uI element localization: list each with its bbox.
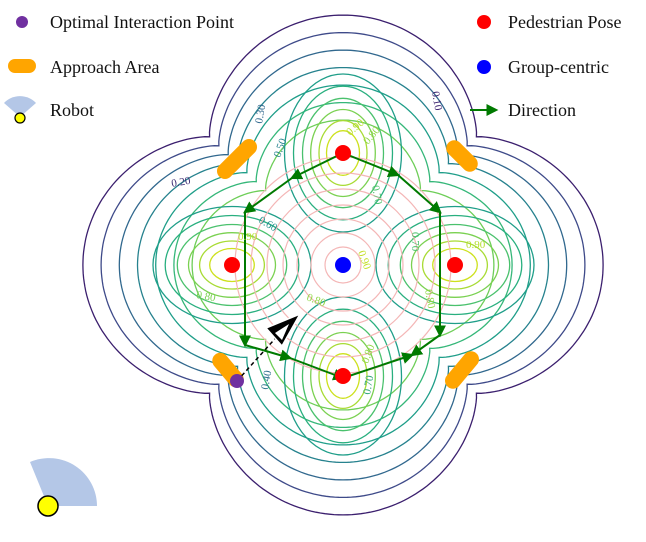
contour-label: 0.70 (409, 232, 421, 252)
contour-field (82, 14, 604, 516)
contour-label: 0.60 (257, 214, 280, 234)
legend-robot-body-icon (14, 112, 26, 124)
approach-area-top-right (446, 140, 478, 172)
robot-approach-arrow (236, 312, 302, 382)
contour-label: 0.90 (238, 231, 258, 243)
optimal-interaction-point (230, 374, 244, 388)
direction-arrow (244, 344, 293, 362)
legend-direction-label: Direction (508, 100, 576, 120)
robot-body (37, 495, 59, 517)
legend-pedestrian-label: Pedestrian Pose (508, 12, 621, 32)
contour-line (318, 119, 368, 187)
legend-group-centric-marker (477, 60, 491, 74)
legend-robot-fov-icon (4, 96, 36, 117)
legend-approach-area-label: Approach Area (50, 57, 159, 77)
group-ring (250, 172, 436, 358)
legend-pedestrian-marker (477, 15, 491, 29)
direction-arrow (410, 334, 441, 357)
contour-label: 0.80 (360, 342, 378, 365)
direction-arrow (289, 152, 344, 180)
legend-right: Pedestrian Pose Group-centric Direction (470, 12, 621, 120)
contour-line (432, 247, 478, 283)
contour-label: 0.20 (170, 175, 192, 190)
contour-line (82, 14, 604, 516)
pedestrian-top (335, 145, 351, 161)
contour-line (118, 49, 568, 481)
pedestrian-right (447, 257, 463, 273)
contour-label: 0.40 (259, 369, 274, 391)
contour-label: 0.30 (253, 103, 268, 125)
group-ring (310, 232, 376, 298)
direction-arrows (239, 152, 446, 381)
contour-line (318, 342, 368, 410)
robot-fov (30, 458, 97, 506)
approach-area-top-left (216, 138, 258, 180)
contour-line (176, 223, 288, 307)
legend-optimal-point-label: Optimal Interaction Point (50, 12, 234, 32)
robot (30, 458, 97, 517)
contour-line (310, 108, 376, 198)
contour-line (209, 247, 255, 283)
contour-line (301, 320, 385, 432)
contour-line (292, 85, 394, 221)
group-center (335, 257, 351, 273)
direction-arrow (342, 152, 401, 178)
contour-line (173, 101, 513, 429)
direction-arrow (243, 177, 293, 214)
direction-arrow (397, 174, 442, 214)
group-ring (324, 246, 362, 284)
legend-optimal-point-marker (16, 16, 28, 28)
contour-line (292, 308, 394, 444)
contour-line (100, 31, 586, 499)
contour-label: 0.90 (466, 239, 486, 251)
contour-label: 0.80 (195, 289, 217, 304)
legend-left: Optimal Interaction Point Approach Area … (4, 12, 234, 124)
contour-label: 0.10 (429, 90, 444, 112)
contour-line (155, 84, 531, 446)
pedestrians (224, 145, 463, 384)
contour-line (399, 223, 511, 307)
direction-arrow (289, 357, 346, 381)
group-ring (296, 218, 390, 312)
contour-label: 0.70 (369, 184, 384, 206)
contour-labels: 0.10 0.20 0.30 0.40 0.50 0.60 0.70 0.70 … (170, 90, 485, 395)
contour-line (283, 73, 403, 233)
contour-line (310, 331, 376, 421)
contour-label: 0.80 (422, 288, 437, 310)
contour-line (387, 214, 523, 316)
contour-line (375, 205, 535, 325)
group-ring (266, 188, 420, 342)
contour-line (325, 353, 361, 399)
contour-line (191, 119, 495, 411)
pedestrian-bottom (335, 368, 351, 384)
contour-label: 0.70 (361, 374, 376, 396)
group-ring (282, 204, 404, 326)
legend-approach-area-marker (8, 59, 36, 73)
legend-robot-label: Robot (50, 100, 94, 120)
contour-line (164, 214, 300, 316)
legend-group-centric-label: Group-centric (508, 57, 609, 77)
contour-line (421, 240, 489, 290)
contour-label: 0.50 (272, 136, 290, 159)
contour-line (198, 240, 266, 290)
direction-arrow (342, 352, 415, 379)
pedestrian-left (224, 257, 240, 273)
contour-label: 0.90 (355, 249, 373, 272)
contour-line (325, 130, 361, 176)
contour-line (136, 66, 550, 464)
approach-area-bottom-right (445, 351, 479, 389)
contour-line (301, 97, 385, 209)
contour-line (410, 232, 500, 298)
contour-line (187, 232, 277, 298)
